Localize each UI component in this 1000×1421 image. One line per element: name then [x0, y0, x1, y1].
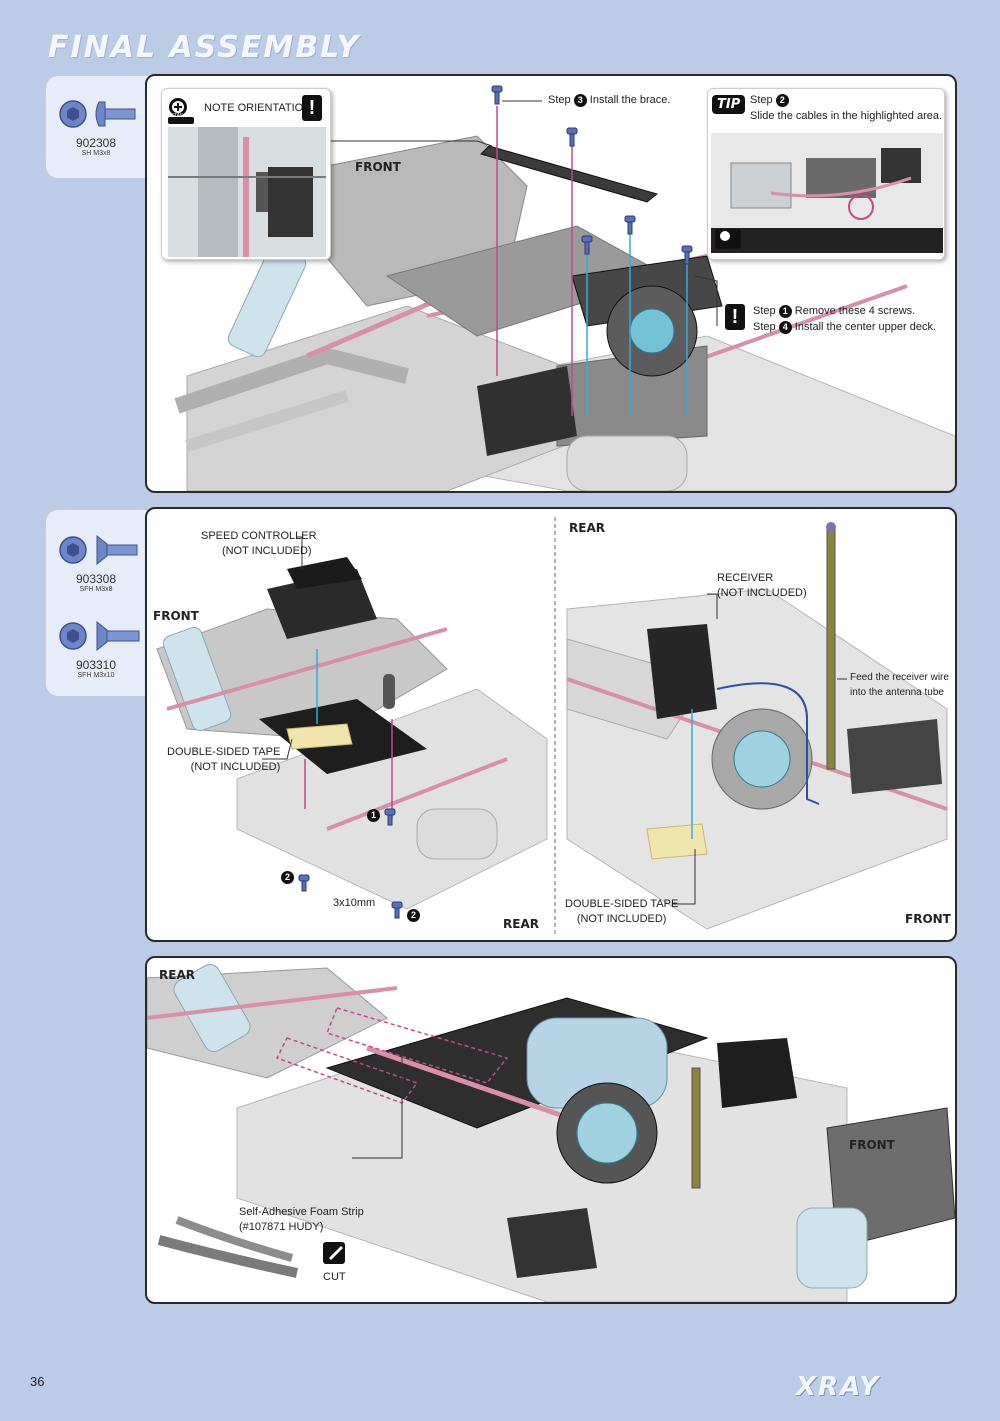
step-badge-2a: 2: [281, 871, 294, 884]
step1-badge: 1: [778, 304, 792, 318]
step4-badge: 4: [778, 320, 792, 334]
part-spec: SH M3x8: [81, 150, 111, 157]
part-902308: 902308 SH M3x8: [46, 94, 146, 157]
rear-direction-label-right: REAR: [569, 521, 605, 535]
receiver-label: RECEIVER (NOT INCLUDED): [717, 571, 807, 601]
step-panel-2: SPEED CONTROLLER (NOT INCLUDED) FRONT DO…: [145, 507, 957, 942]
foam-strip-label: Self-Adhesive Foam Strip (#107871 HUDY): [239, 1205, 364, 1235]
part-spec: SFH M3x10: [77, 672, 115, 679]
left-tape-line1: DOUBLE-SIDED TAPE: [167, 746, 281, 758]
parts-tab-2: 903308 SFH M3x8 903310 SFH M3x10: [46, 510, 150, 696]
cut-label: CUT: [323, 1271, 346, 1283]
antenna-line1: Feed the receiver wire: [850, 672, 949, 683]
chassis-illustration-3: [147, 964, 955, 1302]
warning-icon: !: [302, 95, 322, 121]
parts-tab-1: 902308 SH M3x8: [46, 76, 150, 178]
step-panel-1: DETAIL NOTE ORIENTATION ! FRONT Step 3 I…: [145, 74, 957, 493]
step1-text: Remove these 4 screws.: [794, 305, 916, 317]
flat-head-screw-icon: [59, 620, 140, 652]
speed-controller-line1: SPEED CONTROLLER: [201, 530, 317, 542]
screw-size-label: 3x10mm: [333, 897, 376, 909]
front-direction-label-right: FRONT: [905, 912, 951, 926]
step3-badge: 3: [573, 93, 587, 107]
step1-word: Step: [753, 305, 776, 317]
chassis-illustration-2: [156, 517, 948, 934]
right-tape-line1: DOUBLE-SIDED TAPE: [565, 898, 679, 910]
part-spec: SFH M3x8: [79, 586, 113, 593]
left-tape-line2: (NOT INCLUDED): [190, 761, 281, 773]
orientation-detail-image: [168, 127, 326, 257]
part-number: 903308: [75, 572, 117, 586]
step3-word: Step: [548, 94, 571, 106]
page-number: 36: [30, 1374, 45, 1389]
brand-logo: XRAY: [796, 1372, 881, 1402]
button-head-screw-icon: [59, 100, 136, 128]
magnifier-detail-icon: [168, 98, 194, 124]
detail-badge-text: DETAIL: [167, 113, 185, 119]
rear-direction-label: REAR: [503, 917, 539, 931]
step1-instruction: Step 1 Remove these 4 screws.: [753, 304, 915, 319]
part-903310: 903310 SFH M3x10: [46, 616, 146, 679]
right-tape-line2: (NOT INCLUDED): [576, 913, 667, 925]
tip-badge: TIP: [712, 95, 746, 114]
tip-step-word: Step: [750, 94, 773, 106]
step4-word: Step: [753, 321, 776, 333]
speed-controller-label: SPEED CONTROLLER (NOT INCLUDED): [201, 529, 317, 559]
note-orientation-label: NOTE ORIENTATION: [204, 102, 312, 114]
step3-instruction: Step 3 Install the brace.: [548, 93, 670, 108]
part-number: 902308: [75, 136, 117, 150]
foam-strip-line2: (#107871 HUDY): [239, 1221, 324, 1233]
step4-text: Install the center upper deck.: [794, 321, 937, 333]
front-direction-label: FRONT: [355, 160, 401, 174]
part-903308: 903308 SFH M3x8: [46, 530, 146, 593]
chassis-illustration-1: [174, 85, 955, 491]
warning-icon-step1: !: [725, 304, 745, 330]
rear-direction-label: REAR: [159, 968, 195, 982]
tip-step-badge: 2: [775, 93, 789, 107]
speed-controller-line2: (NOT INCLUDED): [221, 545, 312, 557]
front-direction-label: FRONT: [849, 1138, 895, 1152]
flat-head-screw-icon: [59, 534, 138, 566]
receiver-line2: (NOT INCLUDED): [717, 587, 807, 599]
part-number: 903310: [75, 658, 117, 672]
step-badge-2b: 2: [407, 909, 420, 922]
foam-strip-line1: Self-Adhesive Foam Strip: [239, 1206, 364, 1218]
tip-step: Step 2: [750, 93, 789, 108]
right-tape-label: DOUBLE-SIDED TAPE (NOT INCLUDED): [565, 897, 678, 927]
step-badge-1: 1: [367, 809, 380, 822]
antenna-line2: into the antenna tube: [850, 687, 944, 698]
note-orientation-callout: DETAIL NOTE ORIENTATION !: [161, 88, 331, 260]
antenna-instruction: Feed the receiver wire into the antenna …: [850, 670, 949, 700]
step4-instruction: Step 4 Install the center upper deck.: [753, 320, 936, 335]
front-direction-label: FRONT: [153, 609, 199, 623]
cut-icon: [323, 1242, 345, 1264]
receiver-line1: RECEIVER: [717, 572, 774, 584]
step3-text: Install the brace.: [589, 94, 671, 106]
page-title: FINAL ASSEMBLY: [48, 30, 361, 65]
tip-detail-image: [711, 133, 943, 253]
left-tape-label: DOUBLE-SIDED TAPE (NOT INCLUDED): [167, 745, 280, 775]
step-panel-3: REAR FRONT Self-Adhesive Foam Strip (#10…: [145, 956, 957, 1304]
tip-callout: TIP Step 2 Slide the cables in the highl…: [707, 88, 945, 260]
tip-text: Slide the cables in the highlighted area…: [750, 110, 943, 122]
